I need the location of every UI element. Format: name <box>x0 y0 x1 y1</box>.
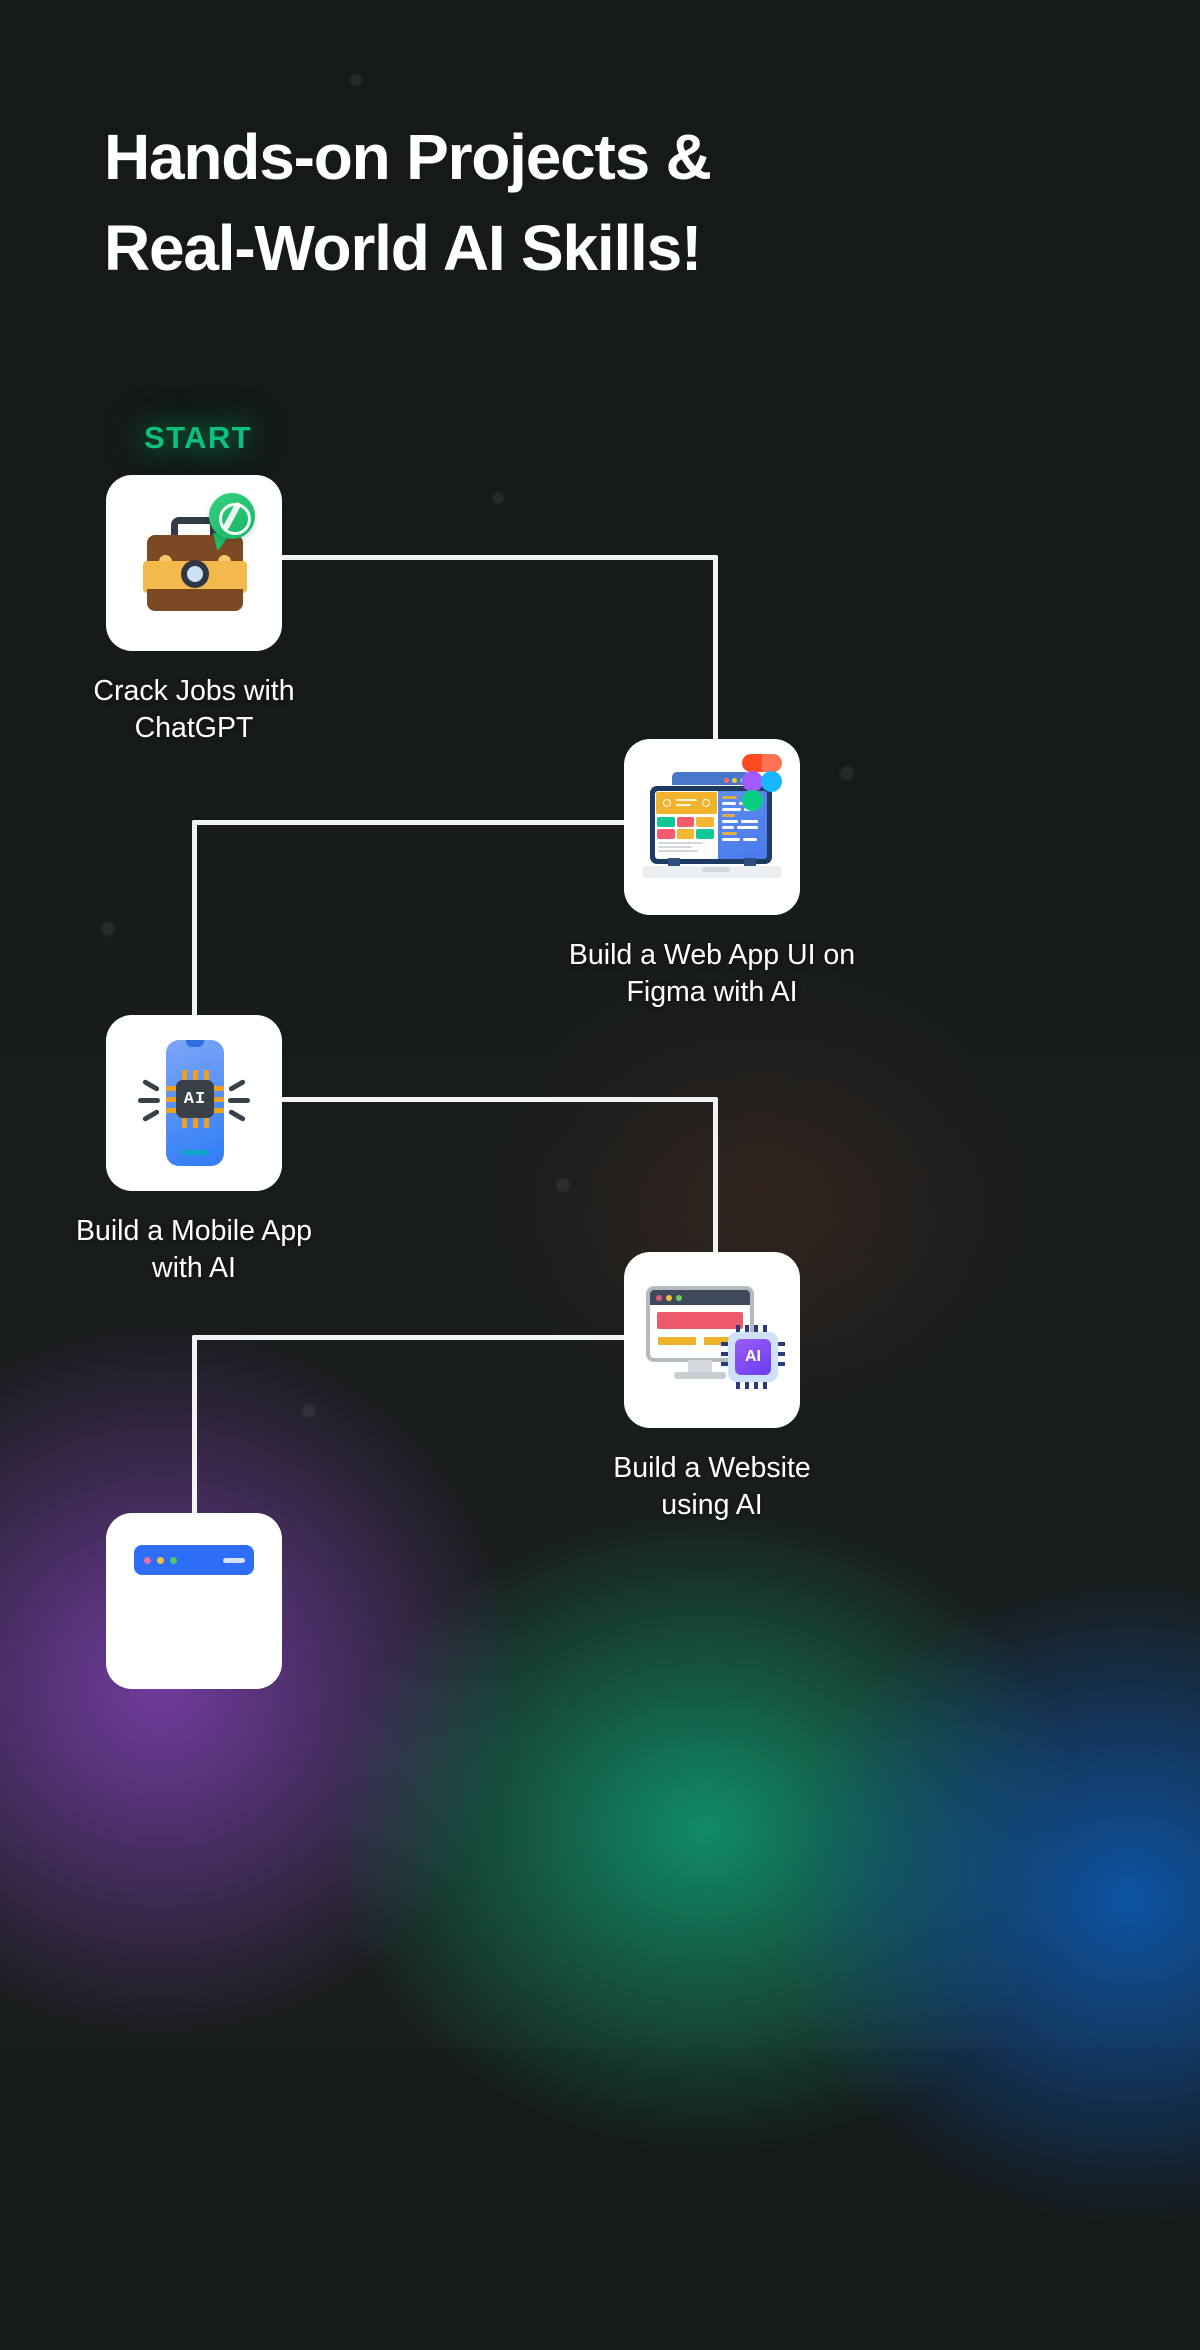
node-label-line-2: with AI <box>152 1252 236 1285</box>
flow-node-mobile-app-ai[interactable]: AI Build a Mobile App with AI <box>76 1015 426 1287</box>
node-label-line-1: Build a Website <box>613 1452 811 1484</box>
connector-2-vertical <box>192 820 197 1098</box>
browser-window-icon <box>134 1545 254 1575</box>
flow-node-website-using-ai[interactable]: AI Build a Website using AI <box>613 1252 934 1524</box>
node-label-line-1: Build a Mobile App <box>75 1215 313 1247</box>
connector-2-horizontal <box>192 820 628 825</box>
sparkle-dot <box>101 922 115 936</box>
node-label-line-2: using AI <box>661 1489 763 1522</box>
briefcase-chatgpt-icon <box>129 493 259 623</box>
node-card[interactable]: AI <box>624 1252 800 1428</box>
sparkle-dot <box>556 1178 570 1192</box>
node-label: Build a Mobile App with AI <box>34 1213 354 1287</box>
flow-node-next-step-partial[interactable] <box>106 1513 282 1689</box>
connector-4-vertical <box>192 1335 197 1515</box>
page-title-line-1: Hands-on Projects & <box>104 121 712 193</box>
sparkle-dot <box>840 766 854 780</box>
flow-node-crack-jobs-chatgpt[interactable]: Crack Jobs with ChatGPT <box>93 475 406 747</box>
connector-3-vertical <box>713 1097 718 1339</box>
page-title-line-2: Real-World AI Skills! <box>104 211 702 284</box>
node-label: Build a Web App UI on Figma with AI <box>547 937 877 1011</box>
node-label: Crack Jobs with ChatGPT <box>44 673 344 747</box>
laptop-figma-icon <box>642 754 782 886</box>
node-label-line-1: Build a Web App UI on <box>568 939 856 971</box>
roadmap-flowchart: START Crack Jobs with ChatGPT <box>0 0 1200 2048</box>
monitor-ai-chip-icon: AI <box>642 1280 785 1400</box>
connector-1-horizontal <box>280 555 718 560</box>
page-title: Hands-on Projects & Real-World AI Skills… <box>104 112 1004 294</box>
connector-1-vertical <box>713 555 718 821</box>
node-label-line-2: Figma with AI <box>626 976 798 1009</box>
figma-logo-icon <box>742 754 784 812</box>
node-label-line-2: ChatGPT <box>134 712 254 745</box>
node-card[interactable] <box>106 475 282 651</box>
flow-node-web-app-ui-figma[interactable]: Build a Web App UI on Figma with AI <box>569 739 954 1011</box>
start-badge: START <box>144 420 253 455</box>
sparkle-dot <box>302 1404 316 1418</box>
node-label-line-1: Crack Jobs with <box>93 675 295 707</box>
node-card[interactable]: AI <box>106 1015 282 1191</box>
connector-4-horizontal <box>192 1335 628 1340</box>
sparkle-dot <box>350 74 362 86</box>
node-card[interactable] <box>624 739 800 915</box>
node-card[interactable] <box>106 1513 282 1689</box>
chatgpt-logo-icon <box>209 493 255 539</box>
node-label: Build a Website using AI <box>557 1450 867 1524</box>
phone-ai-chip-icon: AI <box>124 1040 264 1166</box>
connector-3-horizontal <box>280 1097 718 1102</box>
ai-chip-label: AI <box>735 1339 771 1375</box>
sparkle-dot <box>492 492 504 504</box>
ai-chip-label: AI <box>176 1080 214 1118</box>
